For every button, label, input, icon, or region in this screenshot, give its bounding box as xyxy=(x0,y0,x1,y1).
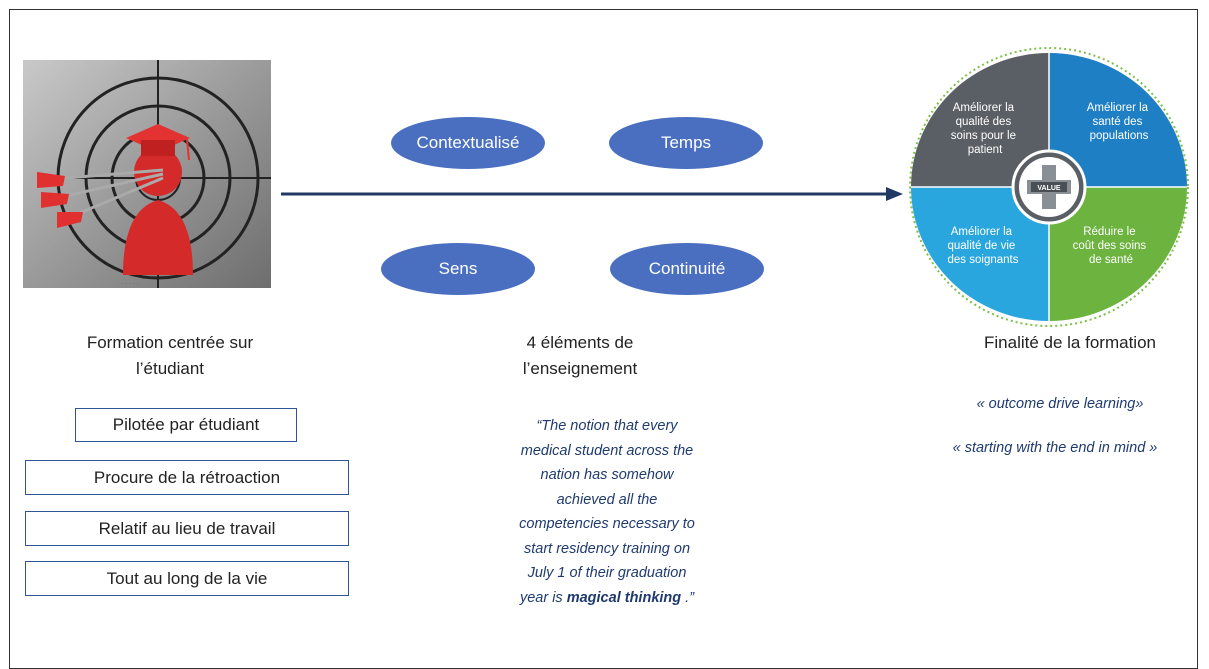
oval-contextualise: Contextualisé xyxy=(391,117,545,169)
svg-text:Améliorer la qualité des: Améliorer la qualité des soins pour le p… xyxy=(951,102,1019,156)
q1-line: soins pour le xyxy=(951,130,1016,142)
q3-line: Améliorer la xyxy=(951,226,1013,238)
target-student-image: · · · · · xyxy=(23,60,271,288)
quote-last-prefix: year is xyxy=(519,589,567,606)
quote-line: “The notion that every xyxy=(536,418,678,434)
wheel-quadrant-2 xyxy=(1049,53,1187,187)
q4-line: coût des soins xyxy=(1073,240,1147,252)
left-caption-line2: l’étudiant xyxy=(135,359,205,378)
quote-text: “The notion that every medical student a… xyxy=(490,414,724,610)
left-caption: Formation centrée sur l’étudiant xyxy=(50,330,290,382)
middle-caption: 4 éléments de l’enseignement xyxy=(470,330,690,382)
middle-caption-line2: l’enseignement xyxy=(522,359,638,378)
middle-caption-line1: 4 éléments de xyxy=(526,333,634,352)
svg-text:Réduire le coût des soins: Réduire le coût des soins de santé xyxy=(1073,226,1150,266)
oval-temps: Temps xyxy=(609,117,763,169)
quote-line: medical student across the xyxy=(520,442,694,459)
right-tagline-1: « outcome drive learning» xyxy=(976,396,1144,412)
box-lieu-travail: Relatif au lieu de travail xyxy=(25,511,349,546)
wheel-quadrant-1 xyxy=(911,53,1049,187)
box-pilotee: Pilotée par étudiant xyxy=(75,408,297,442)
q2-line: santé des xyxy=(1092,116,1142,128)
box-retroaction: Procure de la rétroaction xyxy=(25,460,349,495)
q1-line: patient xyxy=(968,144,1003,156)
q3-line: des soignants xyxy=(948,254,1019,266)
quote-bold: magical thinking xyxy=(566,589,682,606)
q4-line: Réduire le xyxy=(1083,226,1135,238)
q1-line: Améliorer la xyxy=(953,102,1015,114)
q3-line: qualité de vie xyxy=(948,240,1016,252)
wheel-center-label: VALUE xyxy=(1037,185,1061,192)
oval-sens: Sens xyxy=(381,243,535,295)
right-caption: Finalité de la formation xyxy=(984,333,1156,352)
quote-line: start residency training on xyxy=(523,540,691,557)
quote-line: achieved all the xyxy=(556,491,658,508)
oval-continuite: Continuité xyxy=(610,243,764,295)
value-wheel: Améliorer la qualité des soins pour le p… xyxy=(909,47,1189,327)
quote-last-line: year is magical thinking .” xyxy=(490,586,724,611)
q2-line: populations xyxy=(1090,130,1149,142)
wheel-quadrant-4 xyxy=(1049,187,1187,321)
wheel-quadrant-3 xyxy=(911,187,1049,321)
quote-line: competencies necessary to xyxy=(519,516,695,532)
q1-line: qualité des xyxy=(956,116,1012,128)
svg-text:· · · · ·: · · · · · xyxy=(121,281,138,288)
right-tagline-2: « starting with the end in mind » xyxy=(952,440,1158,456)
quote-last-suffix: .” xyxy=(681,589,695,606)
quote-line: July 1 of their graduation xyxy=(527,565,687,581)
q2-line: Améliorer la xyxy=(1087,102,1149,114)
box-toute-vie: Tout au long de la vie xyxy=(25,561,349,596)
quote-line: nation has somehow xyxy=(540,467,674,483)
svg-text:Améliorer la santé des: Améliorer la santé des populations xyxy=(1087,102,1152,142)
svg-text:Améliorer la qualité de vi: Améliorer la qualité de vie des soignant… xyxy=(948,226,1019,266)
left-caption-line1: Formation centrée sur xyxy=(86,333,254,352)
q4-line: de santé xyxy=(1089,254,1133,266)
